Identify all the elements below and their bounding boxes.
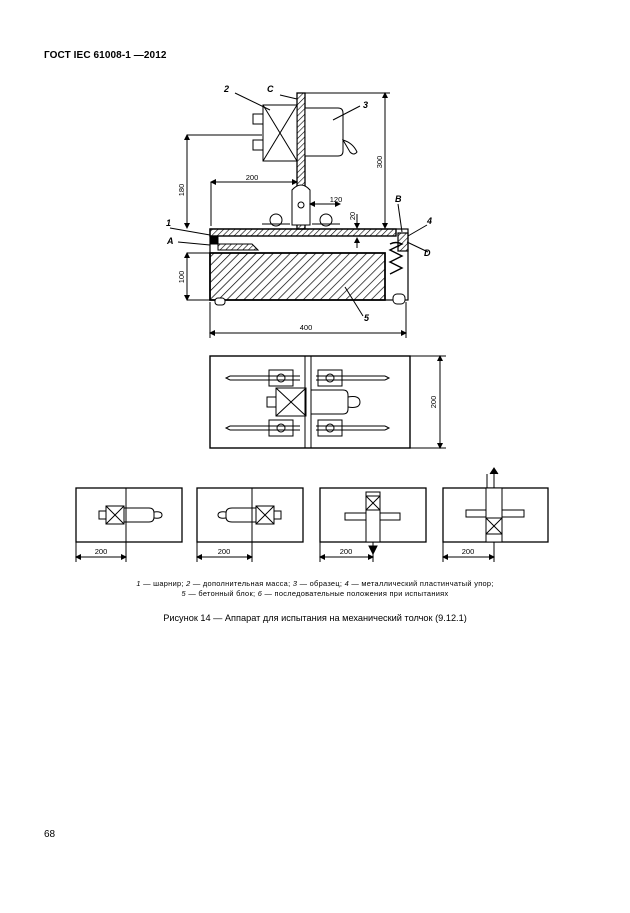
label-2: 2 <box>223 84 229 94</box>
legend-line-2: 5 — бетонный блок; 6 — последовательные … <box>181 589 449 598</box>
label-B: B <box>395 194 402 204</box>
dim-pos4: 200 <box>462 547 475 556</box>
label-5: 5 <box>364 313 370 323</box>
dim-100: 100 <box>177 271 186 284</box>
label-1: 1 <box>166 218 171 228</box>
legend-line-1: 1 — шарнир; 2 — дополнительная масса; 3 … <box>136 579 494 588</box>
top-plate <box>209 228 397 237</box>
figure-caption: Рисунок 14 — Аппарат для испытания на ме… <box>163 613 467 623</box>
dim-20: 20 <box>348 212 357 220</box>
side-view <box>169 92 429 338</box>
label-3: 3 <box>363 100 368 110</box>
dim-pos2: 200 <box>218 547 231 556</box>
dim-pos3: 200 <box>340 547 353 556</box>
position-views <box>75 467 549 562</box>
dim-300: 300 <box>375 156 384 169</box>
document-header: ГОСТ IEC 61008-1 —2012 <box>44 50 167 61</box>
figure-legend: 1 — шарнир; 2 — дополнительная масса; 3 … <box>60 579 570 599</box>
plan-view <box>209 355 446 449</box>
dim-pos1: 200 <box>95 547 108 556</box>
dim-180: 180 <box>177 184 186 197</box>
label-C: C <box>267 84 274 94</box>
concrete-block <box>209 252 386 301</box>
label-A: A <box>166 236 174 246</box>
dim-400: 400 <box>300 323 313 332</box>
page-number: 68 <box>44 829 56 840</box>
position-dims: 200 200 200 200 <box>95 547 475 556</box>
label-4: 4 <box>426 216 432 226</box>
dim-200-top: 200 <box>246 173 259 182</box>
dim-120: 120 <box>330 195 343 204</box>
side-view-labels: 2 C 3 1 A B 4 D 5 <box>166 84 432 323</box>
label-D: D <box>424 248 431 258</box>
side-view-dims: 180 200 300 120 20 100 400 <box>177 156 384 332</box>
dim-200-plan: 200 <box>429 396 438 409</box>
